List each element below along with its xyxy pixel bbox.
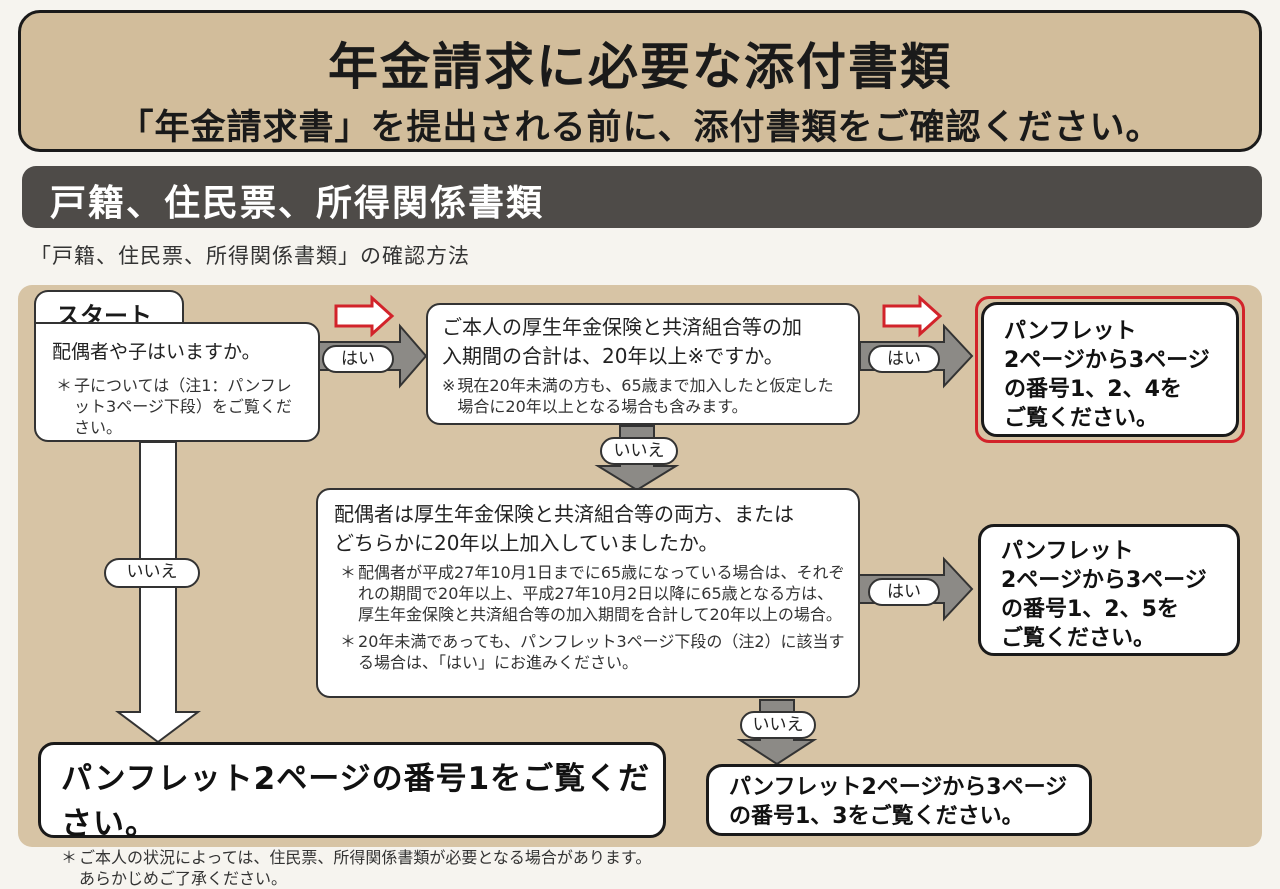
result-box-a: パンフレット 2ページから3ページ の番号1、2、4を ご覧ください。 (981, 302, 1239, 437)
q3-note2-mark: ＊ (340, 632, 357, 651)
q3-note1-mark: ＊ (340, 563, 357, 582)
q3-question-line1: 配偶者は厚生年金保険と共済組合等の両方、または (334, 502, 794, 526)
red-arrow-2 (882, 294, 943, 338)
result-a-line1: パンフレット (1004, 319, 1137, 344)
result-b-line2: 2ページから3ページ (1001, 568, 1207, 593)
result-b-line4: ご覧ください。 (1001, 626, 1156, 651)
q3-question-line2: どちらかに20年以上加入していましたか。 (334, 531, 719, 555)
header-banner: 年金請求に必要な添付書類 「年金請求書」を提出される前に、添付書類をご確認くださ… (18, 10, 1262, 152)
result-box-d: パンフレット2ページの番号1をご覧ください。 ＊ ご本人の状況によっては、住民票… (38, 742, 666, 888)
start-note-mark: ＊ (56, 376, 73, 395)
yes-label-2: はい (868, 345, 940, 373)
result-a-line4: ご覧ください。 (1004, 406, 1159, 431)
q2-note: 現在20年未満の方も、65歳まで加入したと仮定した場合に20年以上となる場合も含… (457, 376, 834, 416)
question-box-own-period: ご本人の厚生年金保険と共済組合等の加 入期間の合計は、20年以上※ですか。 ※ … (426, 303, 860, 425)
no-label-3: いいえ (740, 711, 816, 739)
result-a-line2: 2ページから3ページ (1004, 348, 1210, 373)
no-label-1: いいえ (600, 437, 678, 465)
yes-label-1: はい (322, 345, 394, 373)
section-caption: 「戸籍、住民票、所得関係書類」の確認方法 (30, 244, 470, 268)
start-box: 配偶者や子はいますか。 ＊ 子については（注1：パンフレット3ページ下段）をご覧… (34, 322, 320, 442)
section-title: 戸籍、住民票、所得関係書類 (50, 183, 545, 224)
red-arrow-1 (334, 294, 395, 338)
result-d-title: パンフレット2ページの番号1をご覧ください。 (61, 761, 651, 842)
page-subtitle: 「年金請求書」を提出される前に、添付書類をご確認ください。 (118, 108, 1162, 148)
yes-label-3: はい (868, 578, 940, 606)
q2-question-line2: 入期間の合計は、20年以上※ですか。 (442, 344, 784, 368)
result-b-line3: の番号1、2、5を (1001, 597, 1179, 622)
result-b-line1: パンフレット (1001, 539, 1134, 564)
q3-note1: 配偶者が平成27年10月1日までに65歳になっている場合は、それぞれの期間で20… (358, 563, 845, 624)
result-d-note: ご本人の状況によっては、住民票、所得関係書類が必要となる場合があります。あらかじ… (79, 848, 652, 888)
q2-note-mark: ※ (442, 376, 456, 395)
result-a-line3: の番号1、2、4を (1004, 377, 1182, 402)
result-box-b: パンフレット 2ページから3ページ の番号1、2、5を ご覧ください。 (978, 524, 1240, 656)
arrow-start-to-result-d (115, 441, 201, 744)
result-c-line1: パンフレット2ページから3ページ (729, 775, 1068, 800)
page-title: 年金請求に必要な添付書類 (328, 38, 952, 96)
question-box-spouse-period: 配偶者は厚生年金保険と共済組合等の両方、または どちらかに20年以上加入していま… (316, 488, 860, 698)
result-a-highlight (975, 296, 1245, 443)
result-c-line2: の番号1、3をご覧ください。 (729, 804, 1024, 829)
start-question: 配偶者や子はいますか。 (52, 341, 261, 363)
q2-question-line1: ご本人の厚生年金保険と共済組合等の加 (442, 315, 802, 339)
result-box-c: パンフレット2ページから3ページ の番号1、3をご覧ください。 (706, 764, 1092, 836)
start-note: 子については（注1：パンフレット3ページ下段）をご覧ください。 (74, 376, 292, 437)
no-label-2: いいえ (104, 558, 200, 588)
section-bar: 戸籍、住民票、所得関係書類 (22, 166, 1262, 228)
result-d-note-mark: ＊ (61, 848, 78, 867)
q3-note2: 20年未満であっても、パンフレット3ページ下段の（注2）に該当する場合は、「はい… (358, 632, 845, 672)
